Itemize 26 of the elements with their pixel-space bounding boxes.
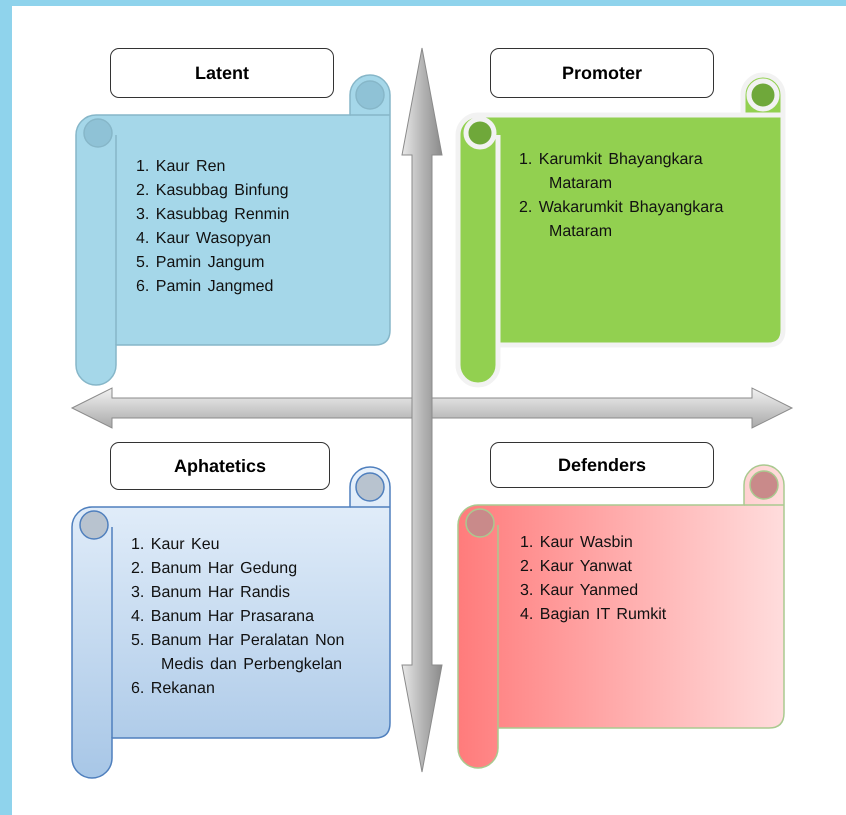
list-item: 1. Kaur Keu xyxy=(131,535,220,555)
list-item: 3. Banum Har Randis xyxy=(131,583,291,603)
list-item: 3. Kaur Yanmed xyxy=(520,581,640,601)
list-item: 4. Banum Har Prasarana xyxy=(131,607,315,627)
list-item: 3. Kasubbag Renmin xyxy=(136,205,290,225)
heading-box xyxy=(490,442,714,488)
heading-box xyxy=(490,48,714,98)
list-item: 2. Kaur Yanwat xyxy=(520,557,633,577)
list-item: 4. Bagian IT Rumkit xyxy=(520,605,668,625)
list-item: 4. Kaur Wasopyan xyxy=(136,229,272,249)
heading-text: Latent xyxy=(195,62,249,84)
list-item: 6. Rekanan xyxy=(131,679,216,699)
list-item: 1. Kaur Wasbin xyxy=(520,533,634,553)
heading-box xyxy=(110,442,330,490)
list-item: 2. Wakarumkit Bhayangkara Mataram xyxy=(519,198,724,242)
heading-box xyxy=(110,48,334,98)
heading-text: Aphatetics xyxy=(174,456,266,476)
list-item: 1. Karumkit Bhayangkara Mataram xyxy=(519,150,704,194)
list-item: 5. Pamin Jangum xyxy=(136,253,266,273)
list-item: 5. Banum Har Peralatan Non Medis dan Perbengkelan xyxy=(131,631,346,675)
list-item: 1. Kaur Ren xyxy=(136,157,226,177)
list-item: 2. Kasubbag Binfung xyxy=(136,181,290,201)
list-item: 2. Banum Har Gedung xyxy=(131,559,298,579)
heading-text: Promoter xyxy=(562,62,642,84)
heading-text: Defenders xyxy=(558,454,646,476)
list-item: 6. Pamin Jangmed xyxy=(136,277,274,297)
